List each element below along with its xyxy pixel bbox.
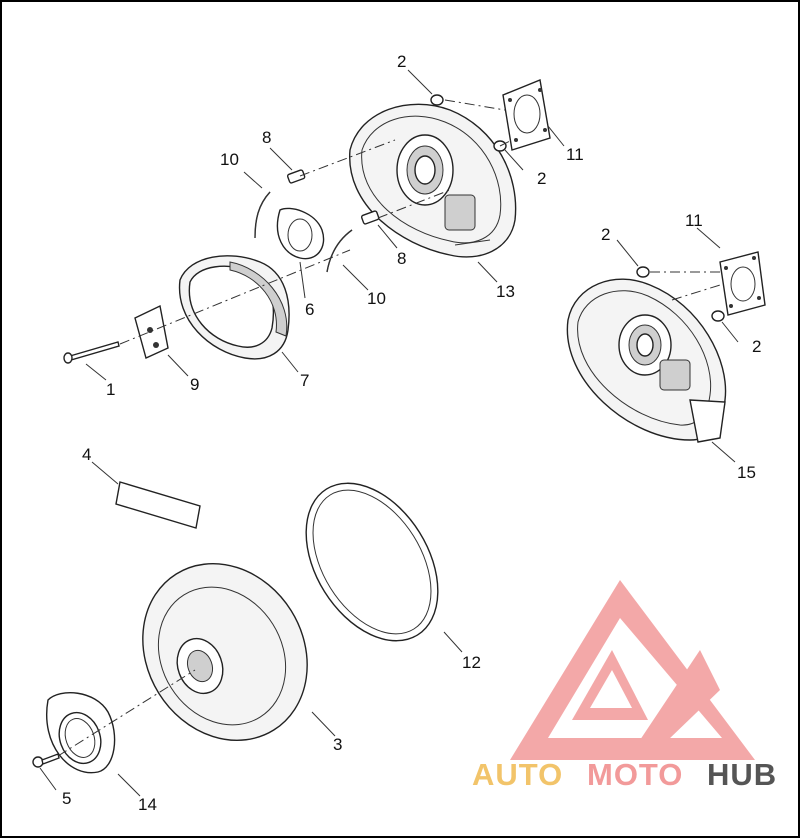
washer-2-right-b <box>711 310 725 322</box>
logo-text-hub: HUB <box>707 757 777 792</box>
screw-5 <box>32 753 60 768</box>
automotohub-logo <box>510 580 755 760</box>
bracket-9 <box>134 304 169 359</box>
breather-bolt-8-lower <box>360 210 380 225</box>
backplate-15 <box>566 278 727 443</box>
gasket-11-right <box>719 251 766 316</box>
callout-1: 1 <box>106 380 115 399</box>
callout-5: 5 <box>62 789 71 808</box>
callout-12: 12 <box>462 653 481 672</box>
callout-11-upper: 11 <box>566 145 584 164</box>
screw-1 <box>63 341 120 364</box>
logo-text-moto: MOTO <box>587 757 683 792</box>
callout-15: 15 <box>737 463 756 482</box>
logo-text-auto: AUTO <box>472 757 563 792</box>
callout-4: 4 <box>82 445 91 464</box>
callout-10-lower: 10 <box>367 289 386 308</box>
washer-2-right-a <box>636 266 650 278</box>
label-4 <box>115 481 201 529</box>
callout-2-right-b: 2 <box>752 337 761 356</box>
callout-2-upper-a: 2 <box>397 52 406 71</box>
breather-bolt-8-upper <box>286 169 306 184</box>
washer-2-upper-a <box>430 94 444 106</box>
callout-13: 13 <box>496 282 515 301</box>
callout-8-lower: 8 <box>397 249 406 268</box>
callout-3: 3 <box>333 735 342 754</box>
gasket-11-upper <box>502 79 551 151</box>
callout-10-upper: 10 <box>220 150 239 169</box>
callout-14: 14 <box>138 795 157 814</box>
leader-lines <box>39 69 739 797</box>
callout-2-right-a: 2 <box>601 225 610 244</box>
callout-6: 6 <box>305 300 314 319</box>
seal-ring-12 <box>305 482 439 642</box>
callout-9: 9 <box>190 375 199 394</box>
backplate-13 <box>349 103 517 258</box>
callout-2-upper-b: 2 <box>537 169 546 188</box>
trim-plate-14 <box>46 692 116 774</box>
callout-11-right: 11 <box>685 211 703 230</box>
filter-element-7 <box>178 255 290 360</box>
cover-3 <box>142 563 308 741</box>
callout-8-upper: 8 <box>262 128 271 147</box>
callout-7: 7 <box>300 371 309 390</box>
gasket-6 <box>276 207 325 260</box>
